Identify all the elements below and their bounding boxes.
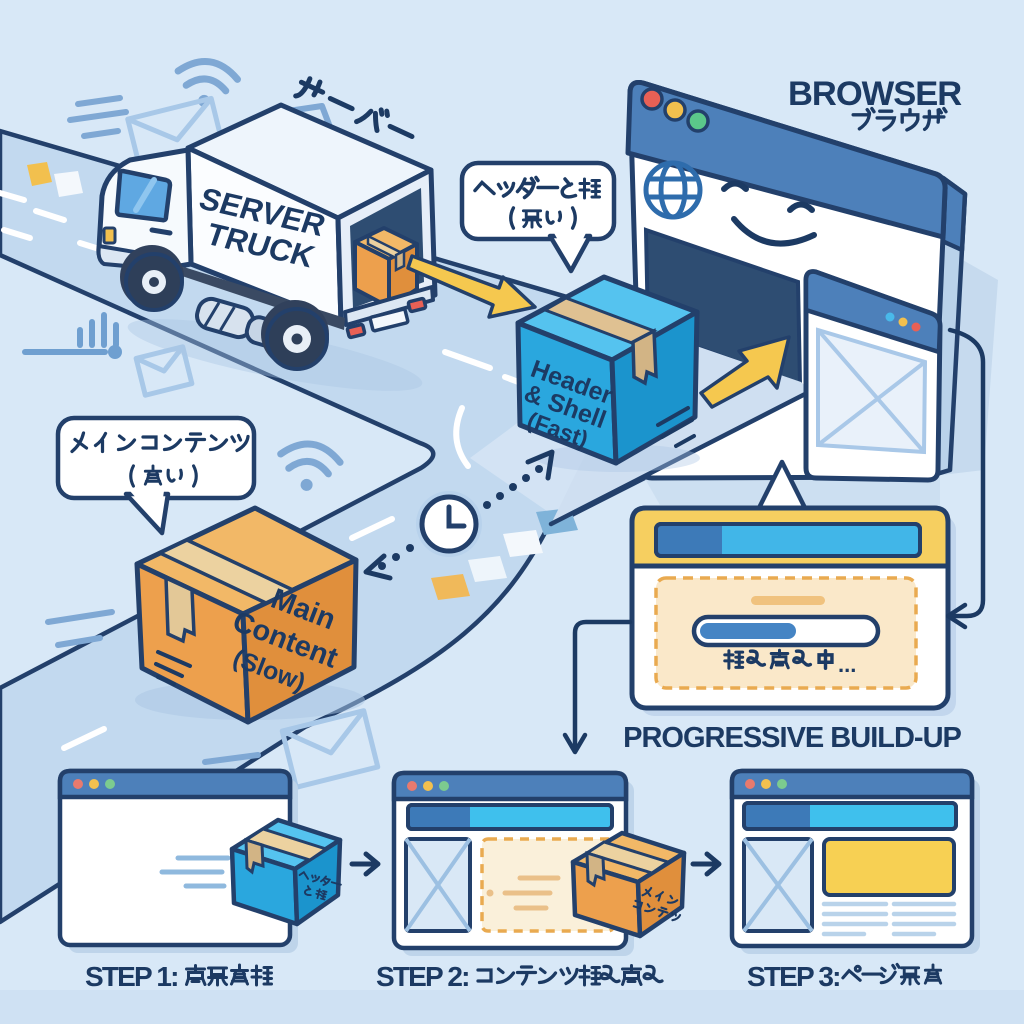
svg-text:...: ... [838,652,856,677]
svg-text:PROGRESSIVE BUILD-UP: PROGRESSIVE BUILD-UP [623,722,961,754]
svg-text:STEP 1:: STEP 1: [85,961,178,992]
svg-text:STEP 2:: STEP 2: [376,961,469,992]
svg-text:BROWSER: BROWSER [788,75,962,113]
svg-text:STEP 3:: STEP 3: [747,961,840,992]
